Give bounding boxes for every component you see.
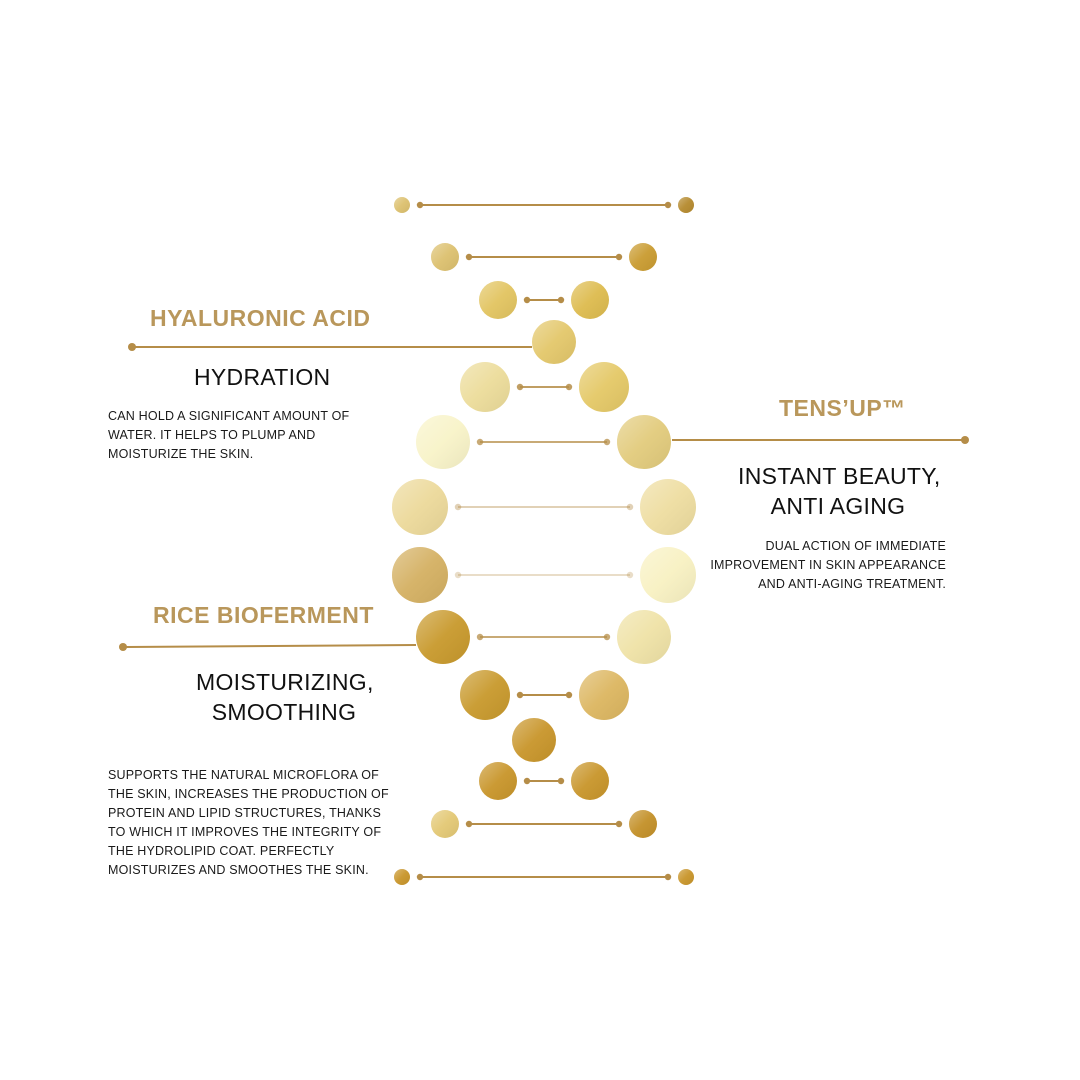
dna-bead-sheen xyxy=(532,320,576,364)
ingredient-title-hyaluronic-acid: HYALURONIC ACID xyxy=(150,305,371,331)
bond-end-dot xyxy=(465,253,473,261)
bond-end-dot xyxy=(454,571,462,579)
bond-end-dot xyxy=(516,383,524,391)
dna-bead-sheen xyxy=(617,610,671,664)
bond-end-dot xyxy=(476,633,484,641)
bond-end-dot xyxy=(626,571,634,579)
dna-bead-sheen xyxy=(678,197,694,213)
bond-end-dot xyxy=(454,503,462,511)
bond-end-dot xyxy=(603,633,611,641)
description-line: SUPPORTS THE NATURAL MICROFLORA OF xyxy=(108,768,379,782)
dna-bead-sheen xyxy=(617,415,671,469)
dna-bead-sheen xyxy=(460,670,510,720)
benefit-line: ANTI AGING xyxy=(770,493,906,519)
bond-end-dot xyxy=(565,691,573,699)
dna-bead-sheen xyxy=(460,362,510,412)
dna-bead-sheen xyxy=(431,810,459,838)
dna-bead-sheen xyxy=(431,243,459,271)
dna-bead-sheen xyxy=(629,243,657,271)
bond-end-dot xyxy=(565,383,573,391)
dna-bead-sheen xyxy=(571,281,609,319)
benefit-moisturizing: MOISTURIZING, SMOOTHING xyxy=(196,667,374,727)
bond-end-dot xyxy=(416,873,424,881)
bond-end-dot xyxy=(416,201,424,209)
description-line: AND ANTI-AGING TREATMENT. xyxy=(758,577,946,591)
ingredient-title-rice-bioferment: RICE BIOFERMENT xyxy=(153,602,374,628)
leader-end-dot xyxy=(961,436,969,444)
bond-end-dot xyxy=(523,777,531,785)
dna-bead-sheen xyxy=(416,415,470,469)
description-line: THE HYDROLIPID COAT. PERFECTLY xyxy=(108,844,335,858)
dna-bead-sheen xyxy=(571,762,609,800)
bond-end-dot xyxy=(664,873,672,881)
benefit-line: SMOOTHING xyxy=(211,699,357,725)
bond-end-dot xyxy=(615,253,623,261)
dna-bead-sheen xyxy=(579,362,629,412)
dna-bead-sheen xyxy=(392,479,448,535)
benefit-line: INSTANT BEAUTY, xyxy=(738,463,941,489)
description-line: DUAL ACTION OF IMMEDIATE xyxy=(765,539,946,553)
bond-end-dot xyxy=(465,820,473,828)
bond-end-dot xyxy=(626,503,634,511)
bond-end-dot xyxy=(603,438,611,446)
description-hyaluronic-acid: CAN HOLD A SIGNIFICANT AMOUNT OF WATER. … xyxy=(108,407,349,464)
dna-bead-sheen xyxy=(416,610,470,664)
dna-bead-sheen xyxy=(579,670,629,720)
dna-bead-sheen xyxy=(640,547,696,603)
benefit-hydration: HYDRATION xyxy=(194,362,330,392)
dna-bead-sheen xyxy=(629,810,657,838)
description-rice-bioferment: SUPPORTS THE NATURAL MICROFLORA OF THE S… xyxy=(108,766,389,880)
description-line: PROTEIN AND LIPID STRUCTURES, THANKS xyxy=(108,806,381,820)
bond-end-dot xyxy=(476,438,484,446)
description-line: TO WHICH IT IMPROVES THE INTEGRITY OF xyxy=(108,825,382,839)
bond-end-dot xyxy=(615,820,623,828)
dna-bead-sheen xyxy=(512,718,556,762)
bond-end-dot xyxy=(557,777,565,785)
ingredient-title-tensup: TENS’UP™ xyxy=(779,395,906,421)
dna-bead-sheen xyxy=(479,281,517,319)
dna-bead-sheen xyxy=(394,197,410,213)
dna-bead-sheen xyxy=(640,479,696,535)
dna-bead-sheen xyxy=(678,869,694,885)
description-line: CAN HOLD A SIGNIFICANT AMOUNT OF xyxy=(108,409,350,423)
description-line: IMPROVEMENT IN SKIN APPEARANCE xyxy=(710,558,946,572)
benefit-line: HYDRATION xyxy=(194,364,331,390)
bond-end-dot xyxy=(523,296,531,304)
description-tensup: DUAL ACTION OF IMMEDIATE IMPROVEMENT IN … xyxy=(710,537,946,594)
leader-line xyxy=(122,644,417,648)
benefit-line: MOISTURIZING, xyxy=(196,669,374,695)
description-line: MOISTURIZES AND SMOOTHES THE SKIN. xyxy=(108,863,369,877)
benefit-instant-beauty: INSTANT BEAUTY, ANTI AGING xyxy=(738,461,941,521)
bond-end-dot xyxy=(516,691,524,699)
description-line: MOISTURIZE THE SKIN. xyxy=(108,447,254,461)
leader-end-dot xyxy=(128,343,136,351)
bond-end-dot xyxy=(557,296,565,304)
dna-bead-sheen xyxy=(479,762,517,800)
bond-end-dot xyxy=(664,201,672,209)
leader-end-dot xyxy=(119,643,127,651)
dna-bead-sheen xyxy=(394,869,410,885)
description-line: WATER. IT HELPS TO PLUMP AND xyxy=(108,428,316,442)
dna-bead-sheen xyxy=(392,547,448,603)
description-line: THE SKIN, INCREASES THE PRODUCTION OF xyxy=(108,787,389,801)
